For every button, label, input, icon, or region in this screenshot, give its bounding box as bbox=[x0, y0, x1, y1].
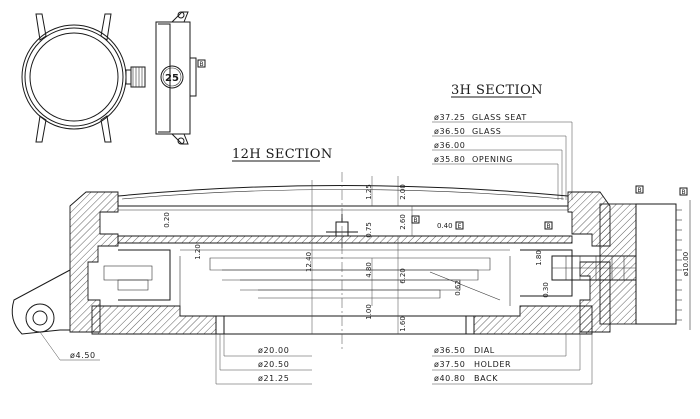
crown-number: 25 bbox=[165, 73, 179, 84]
dim-label: ø10.00 bbox=[682, 252, 690, 276]
dim-label: 2.60 bbox=[399, 214, 407, 230]
top-callouts: ø37.25 GLASS SEAT ø36.50 GLASS ø36.00 ø3… bbox=[432, 113, 573, 200]
marker-label: B bbox=[199, 61, 203, 68]
marker-label: B bbox=[681, 189, 685, 196]
section-title-12h: 12H SECTION bbox=[232, 147, 333, 162]
dim-label: 0.20 bbox=[163, 212, 171, 228]
callout-name: BACK bbox=[474, 374, 498, 383]
dim-label: 1.00 bbox=[365, 304, 373, 320]
markers: B E B B B bbox=[411, 185, 688, 230]
dim-label: 6.20 bbox=[399, 268, 407, 284]
callout-dia: ø20.50 bbox=[258, 360, 289, 369]
callout-dia: ø40.80 bbox=[434, 374, 465, 383]
dim-label: 0.62 bbox=[454, 280, 462, 296]
dim-label: 4.80 bbox=[365, 262, 373, 278]
callout-dia: ø36.50 bbox=[434, 127, 465, 136]
callout-dia: ø20.00 bbox=[258, 346, 289, 355]
callout-name: GLASS SEAT bbox=[472, 113, 527, 122]
marker-label: B bbox=[413, 217, 417, 224]
bottom-callouts: ø20.00 ø20.50 ø21.25 ø36.50 DIAL ø37.50 … bbox=[215, 334, 593, 385]
section-title-3h: 3H SECTION bbox=[451, 83, 543, 98]
dim-label: 0.40 bbox=[437, 222, 453, 230]
vertical-dimensions: 1.25 2.00 2.60 0.75 0.20 12.40 4.80 6.20… bbox=[163, 176, 690, 334]
front-view bbox=[21, 13, 146, 143]
dim-label: 2.00 bbox=[399, 184, 407, 200]
dim-label: 0.75 bbox=[365, 222, 373, 238]
callout-name: HOLDER bbox=[474, 360, 511, 369]
dim-label: 1.60 bbox=[399, 316, 407, 332]
marker-label: B bbox=[546, 223, 550, 230]
marker-label: E bbox=[458, 223, 462, 230]
callout-dia: ø21.25 bbox=[258, 374, 289, 383]
dim-label: 1.25 bbox=[365, 184, 373, 200]
marker-label: B bbox=[637, 187, 641, 194]
callout-name: GLASS bbox=[472, 127, 501, 136]
callout-dia: ø36.50 bbox=[434, 346, 465, 355]
callout-dia: ø35.80 bbox=[434, 155, 465, 164]
callout-dia: ø37.25 bbox=[434, 113, 465, 122]
lug-hole-label: ø4.50 bbox=[70, 351, 96, 360]
dim-label: 12.40 bbox=[305, 252, 313, 272]
dim-label: 0.30 bbox=[542, 282, 550, 298]
dim-label: 1.20 bbox=[194, 244, 202, 260]
callout-dia: ø36.00 bbox=[434, 141, 465, 150]
callout-name: DIAL bbox=[474, 346, 495, 355]
dim-label: 1.80 bbox=[535, 250, 543, 266]
side-view: 25 B bbox=[155, 11, 206, 145]
callout-dia: ø37.50 bbox=[434, 360, 465, 369]
callout-name: OPENING bbox=[472, 155, 513, 164]
case-cross-section bbox=[11, 172, 691, 352]
